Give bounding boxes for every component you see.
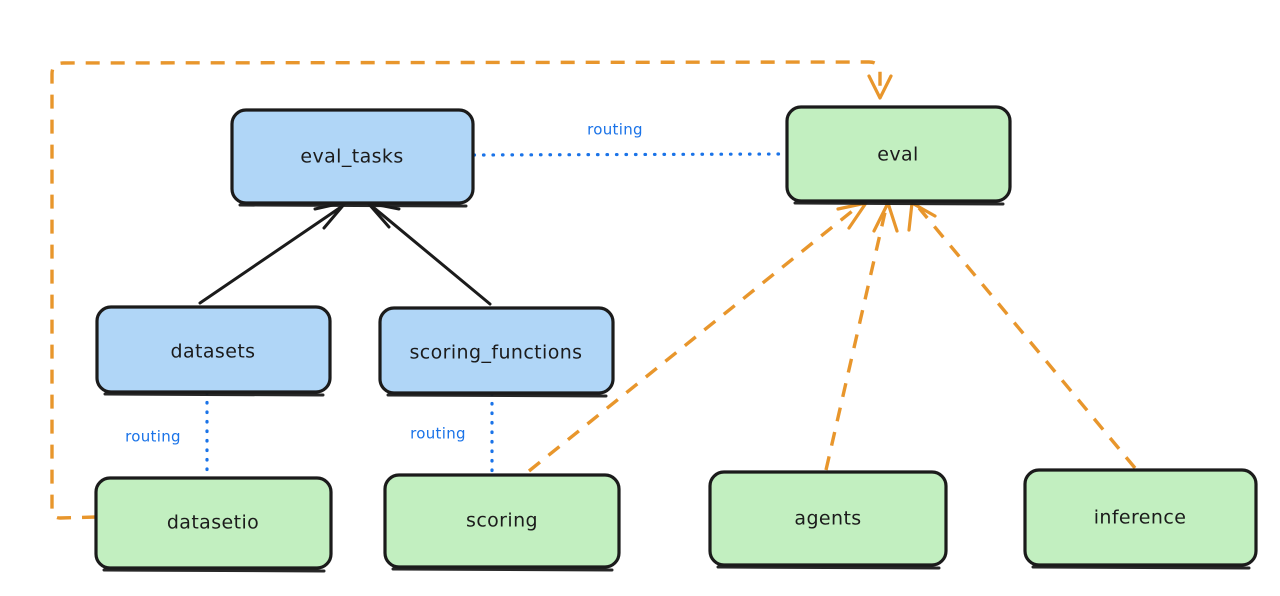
edge-inference-eval-arrowhead <box>907 201 937 232</box>
node-inference-box <box>1023 468 1258 567</box>
edge-inference-eval-line <box>917 206 1137 470</box>
edge-datasets-eval_tasks-line <box>198 205 343 305</box>
node-inference-label: inference <box>1094 507 1187 529</box>
edge-datasets-eval_tasks[interactable] <box>198 200 348 305</box>
edge-scoring_functions-eval_tasks[interactable] <box>366 201 492 306</box>
node-datasetio[interactable]: datasetio <box>94 476 333 573</box>
node-datasets-box <box>95 305 332 394</box>
node-eval_tasks-box <box>230 108 475 205</box>
edge-agents-eval-line <box>824 207 888 471</box>
edge-label-routing-datasets: routing <box>125 428 181 446</box>
edge-datasetio-eval[interactable] <box>50 60 893 520</box>
node-eval_tasks-label: eval_tasks <box>300 146 403 168</box>
node-scoring[interactable]: scoring <box>383 473 621 572</box>
node-agents-label: agents <box>794 508 861 530</box>
node-inference[interactable]: inference <box>1023 468 1258 570</box>
node-scoring_functions-box <box>378 306 615 395</box>
edge-scoring_functions-eval_tasks-line <box>371 205 492 306</box>
edge-eval_tasks-eval[interactable] <box>472 152 788 157</box>
edge-label-routing-eval-tasks: routing <box>587 121 643 139</box>
node-datasets-shadow <box>103 392 325 397</box>
node-datasetio-box <box>94 476 333 570</box>
edge-agents-eval[interactable] <box>824 201 899 471</box>
node-inference-shadow <box>1031 565 1251 570</box>
node-eval_tasks[interactable]: eval_tasks <box>230 108 475 208</box>
edge-label-layer: routing routing routing <box>125 121 643 446</box>
node-eval[interactable]: eval <box>785 105 1012 206</box>
node-eval-shadow <box>793 201 1005 206</box>
node-datasetio-label: datasetio <box>167 512 259 534</box>
node-agents[interactable]: agents <box>708 470 948 570</box>
node-eval-box <box>785 105 1012 203</box>
node-eval-label: eval <box>877 144 918 166</box>
node-eval_tasks-shadow <box>238 203 468 208</box>
edge-label-routing-scoring: routing <box>410 425 466 443</box>
node-scoring_functions-shadow <box>386 393 608 398</box>
node-datasets-label: datasets <box>171 341 256 363</box>
node-scoring_functions-label: scoring_functions <box>410 342 583 364</box>
edge-inference-eval[interactable] <box>907 201 1137 470</box>
node-scoring-box <box>383 473 621 569</box>
node-scoring_functions[interactable]: scoring_functions <box>378 306 615 398</box>
node-scoring-shadow <box>391 567 614 572</box>
edge-scoring-eval-arrowhead <box>836 201 868 230</box>
node-layer: eval_tasks eval datasets scoring_functio… <box>94 105 1258 573</box>
node-agents-box <box>708 470 948 567</box>
edge-datasetio-eval-arrowhead <box>867 74 893 100</box>
node-agents-shadow <box>716 565 941 570</box>
node-scoring-label: scoring <box>466 510 538 532</box>
edge-eval_tasks-eval-line <box>472 152 788 157</box>
edge-layer <box>50 60 1137 520</box>
edge-scoring-eval-line <box>527 206 858 473</box>
node-datasets[interactable]: datasets <box>95 305 332 397</box>
node-datasetio-shadow <box>102 568 326 573</box>
